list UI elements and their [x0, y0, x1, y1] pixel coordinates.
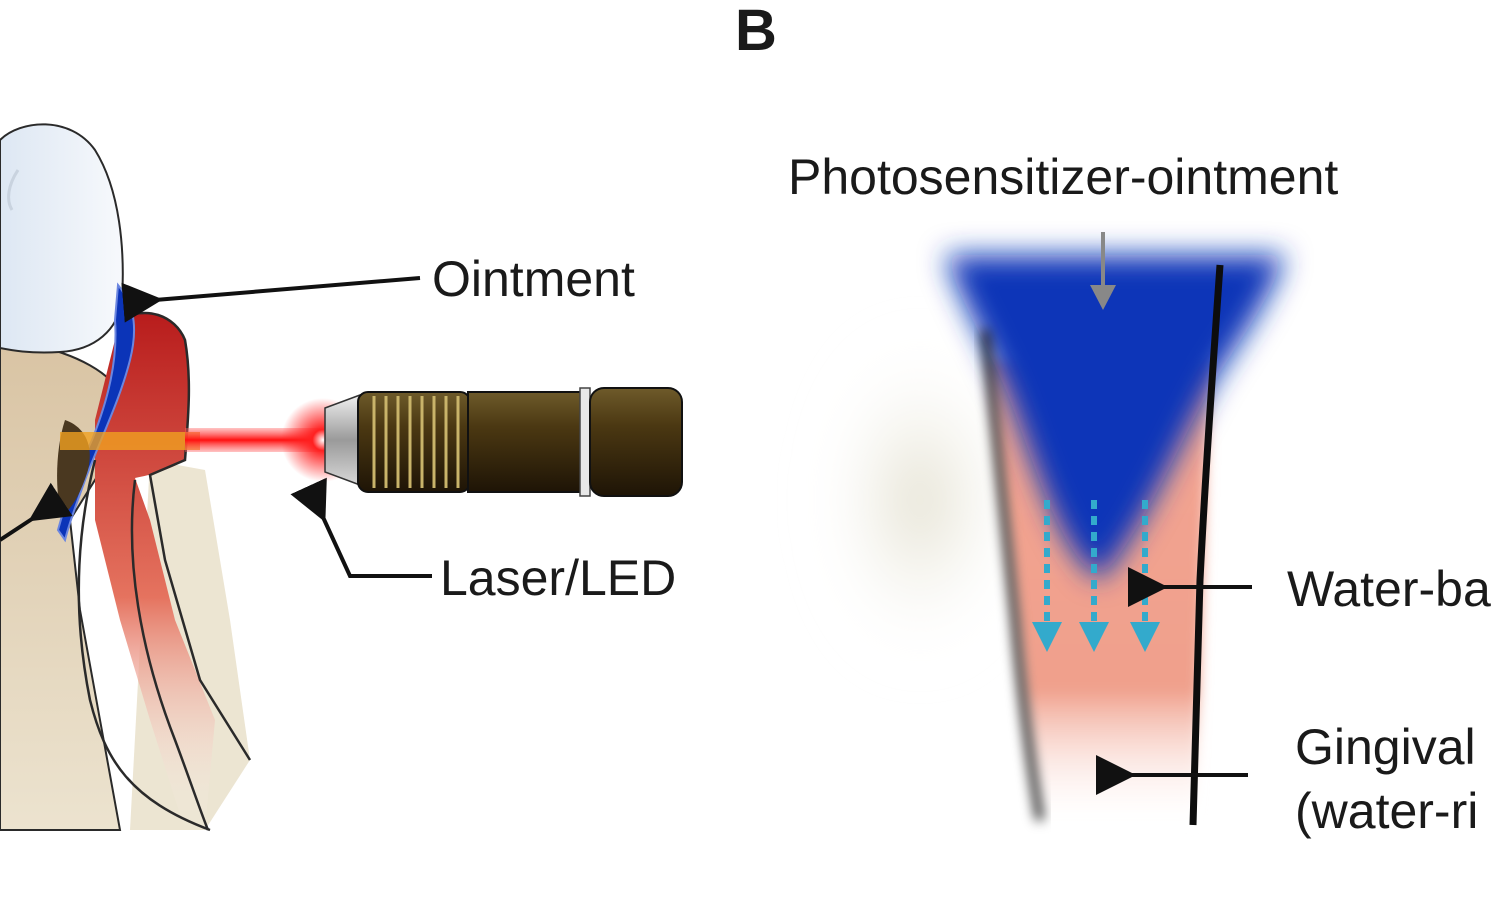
panel-a-illustration: [0, 123, 252, 832]
arrow-bone: [0, 482, 73, 542]
photosensitizer-ointment-label: Photosensitizer-ointment: [788, 149, 1339, 205]
gingival-label-line1: Gingival: [1295, 719, 1476, 775]
panel-b-illustration: [830, 232, 1285, 830]
tooth-crown: [0, 123, 124, 354]
laser-led-label: Laser/LED: [440, 550, 677, 606]
photosensitizer-ointment: [945, 255, 1285, 580]
root-line: [77, 459, 211, 832]
laser-tissue-band: [60, 432, 200, 450]
tissue-shadow: [830, 340, 1010, 660]
panel-b-letter: B: [735, 0, 777, 63]
device-end: [589, 387, 683, 497]
tissue-wall-right: [1189, 264, 1224, 826]
arrow-title-head: [1090, 285, 1116, 310]
ointment-label: Ointment: [432, 251, 635, 307]
device-body: [467, 391, 583, 493]
device-tip: [324, 393, 361, 487]
laser-device: [324, 387, 683, 497]
device-ring: [579, 387, 591, 497]
diffusion-arrowheads: [1032, 622, 1160, 652]
tissue-wall-left: [981, 329, 1044, 821]
root-line-2: [130, 479, 210, 831]
device-grip-ridges: [372, 396, 460, 488]
water-based-label: Water-ba: [1287, 561, 1491, 617]
gingival-label-line2: (water-ri: [1295, 783, 1479, 839]
arrow-laser: [290, 477, 432, 578]
tooth-shine: [7, 169, 20, 211]
arrow-ointment: [121, 276, 421, 323]
